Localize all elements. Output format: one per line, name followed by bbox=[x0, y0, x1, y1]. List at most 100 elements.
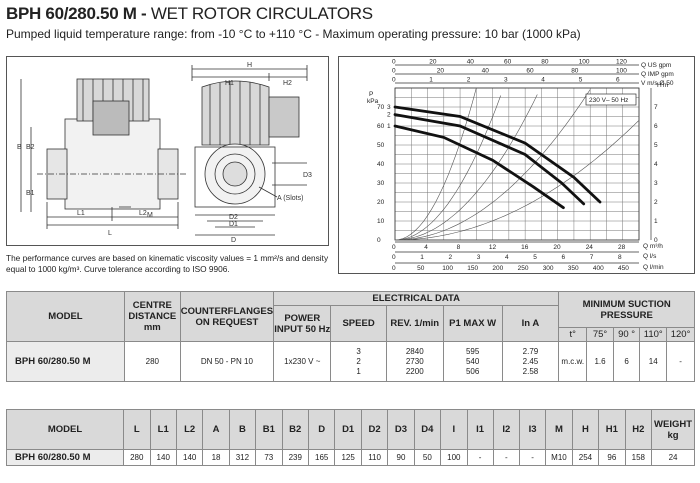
th-dim-7: B2 bbox=[281, 409, 309, 450]
cell-dim-4: 18 bbox=[202, 449, 230, 466]
top-tick: 5 bbox=[579, 77, 583, 84]
top-axis-label-2: V m/s Ø 50 bbox=[641, 80, 674, 87]
bottom-axis-label-0: Q m³/h bbox=[643, 243, 663, 250]
y-tick-right: 6 bbox=[654, 123, 658, 130]
bottom-tick: 6 bbox=[562, 254, 566, 261]
system-curve bbox=[394, 89, 591, 241]
bottom-tick: 3 bbox=[477, 254, 481, 261]
th-dim-0: MODEL bbox=[5, 409, 125, 450]
cell-t110: 14 bbox=[639, 341, 668, 382]
bottom-axis-label-1: Q l/s bbox=[643, 253, 657, 260]
th-dim-13: I bbox=[440, 409, 468, 450]
bottom-tick: 5 bbox=[533, 254, 537, 261]
top-tick: 20 bbox=[437, 68, 445, 75]
th-dim-17: M bbox=[545, 409, 573, 450]
top-tick: 60 bbox=[526, 68, 534, 75]
label-H1: H1 bbox=[225, 80, 234, 87]
cell-dim-6: 73 bbox=[255, 449, 283, 466]
cell-speed: 3 2 1 bbox=[330, 341, 387, 382]
series-label-2: 2 bbox=[387, 112, 391, 119]
y-tick-right: 4 bbox=[654, 161, 658, 168]
performance-note: The performance curves are based on kine… bbox=[6, 253, 329, 274]
bottom-tick: 1 bbox=[420, 254, 424, 261]
dimension-drawing: B B2 B1 L L1 L2 M H H1 H2 D3 A (Slots) D… bbox=[6, 56, 329, 246]
y-tick-left: 30 bbox=[377, 180, 385, 187]
cell-rev: 2840 2730 2200 bbox=[385, 341, 444, 382]
cell-dim-18: 254 bbox=[571, 449, 600, 466]
label-D3: D3 bbox=[303, 172, 312, 179]
legend-label: 230 V– 50 Hz bbox=[589, 97, 628, 104]
cell-dim-0: BPH 60/280.50 M bbox=[5, 449, 125, 466]
cell-dim-20: 158 bbox=[624, 449, 653, 466]
cell-dim-1: 280 bbox=[123, 449, 151, 466]
th-dim-19: H1 bbox=[598, 409, 626, 450]
bottom-tick: 150 bbox=[467, 265, 478, 272]
cell-dim-2: 140 bbox=[149, 449, 177, 466]
bottom-tick: 12 bbox=[489, 244, 497, 251]
bottom-tick: 20 bbox=[553, 244, 561, 251]
th-speed: SPEED bbox=[330, 305, 387, 342]
th-counterflanges: COUNTERFLANGES ON REQUEST bbox=[179, 291, 275, 342]
th-dim-11: D3 bbox=[387, 409, 415, 450]
cell-p1: 595 540 506 bbox=[442, 341, 503, 382]
label-D: D bbox=[231, 237, 236, 244]
y-tick-right: 7 bbox=[654, 104, 658, 111]
label-B1: B1 bbox=[26, 190, 35, 197]
top-tick: 0 bbox=[392, 77, 396, 84]
top-tick: 3 bbox=[504, 77, 508, 84]
label-D1: D1 bbox=[229, 221, 238, 228]
cell-in: 2.79 2.45 2.58 bbox=[501, 341, 560, 382]
y-label-m: m bbox=[663, 82, 668, 89]
series-label-1: 1 bbox=[387, 123, 391, 130]
y-tick-left: 70 bbox=[377, 104, 385, 111]
bottom-tick: 8 bbox=[618, 254, 622, 261]
top-tick: 1 bbox=[429, 77, 433, 84]
th-dim-9: D1 bbox=[334, 409, 362, 450]
system-curve bbox=[394, 95, 501, 241]
th-in: In A bbox=[501, 305, 560, 342]
th-dim-1: L bbox=[123, 409, 151, 450]
cell-centre: 280 bbox=[123, 341, 181, 382]
bottom-tick: 0 bbox=[392, 244, 396, 251]
top-axis-label-1: Q IMP gpm bbox=[641, 71, 674, 78]
cell-dim-21: 24 bbox=[651, 449, 695, 466]
th-electrical-data: ELECTRICAL DATA bbox=[273, 291, 560, 306]
top-tick: 6 bbox=[616, 77, 620, 84]
th-dim-15: I2 bbox=[492, 409, 520, 450]
y-tick-right: 0 bbox=[654, 237, 658, 244]
pump-curve-speed-3 bbox=[393, 105, 602, 204]
th-p1-max: P1 MAX W bbox=[442, 305, 503, 342]
top-tick: 4 bbox=[541, 77, 545, 84]
label-M: M bbox=[147, 212, 153, 219]
th-dim-2: L1 bbox=[149, 409, 177, 450]
top-tick: 2 bbox=[467, 77, 471, 84]
th-min-suction: MINIMUM SUCTION PRESSURE bbox=[558, 291, 695, 328]
th-t120: 120° bbox=[666, 327, 695, 342]
th-dim-3: L2 bbox=[175, 409, 204, 450]
cell-unit: m.c.w. bbox=[558, 341, 588, 382]
bottom-tick: 28 bbox=[618, 244, 626, 251]
th-t90: 90 ° bbox=[612, 327, 641, 342]
bottom-tick: 100 bbox=[442, 265, 453, 272]
th-dim-18: H bbox=[571, 409, 600, 450]
label-B: B bbox=[17, 144, 22, 151]
y-tick-right: 5 bbox=[654, 142, 658, 149]
th-dim-12: D4 bbox=[413, 409, 442, 450]
cell-counterflanges: DN 50 - PN 10 bbox=[179, 341, 275, 382]
top-tick: 0 bbox=[392, 59, 396, 66]
cell-power: 1x230 V ~ bbox=[273, 341, 332, 382]
th-centre-distance: CENTRE DISTANCE mm bbox=[123, 291, 181, 342]
top-tick: 40 bbox=[482, 68, 490, 75]
bottom-tick: 2 bbox=[449, 254, 453, 261]
th-power-input: POWER INPUT 50 Hz bbox=[273, 305, 332, 342]
cell-dim-16: - bbox=[518, 449, 547, 466]
y-tick-left: 60 bbox=[377, 123, 385, 130]
series-label-3: 3 bbox=[387, 104, 391, 111]
top-tick: 120 bbox=[616, 59, 627, 66]
y-tick-left: 20 bbox=[377, 199, 385, 206]
bottom-tick: 350 bbox=[568, 265, 579, 272]
y-tick-left: 10 bbox=[377, 218, 385, 225]
label-L: L bbox=[108, 230, 112, 237]
